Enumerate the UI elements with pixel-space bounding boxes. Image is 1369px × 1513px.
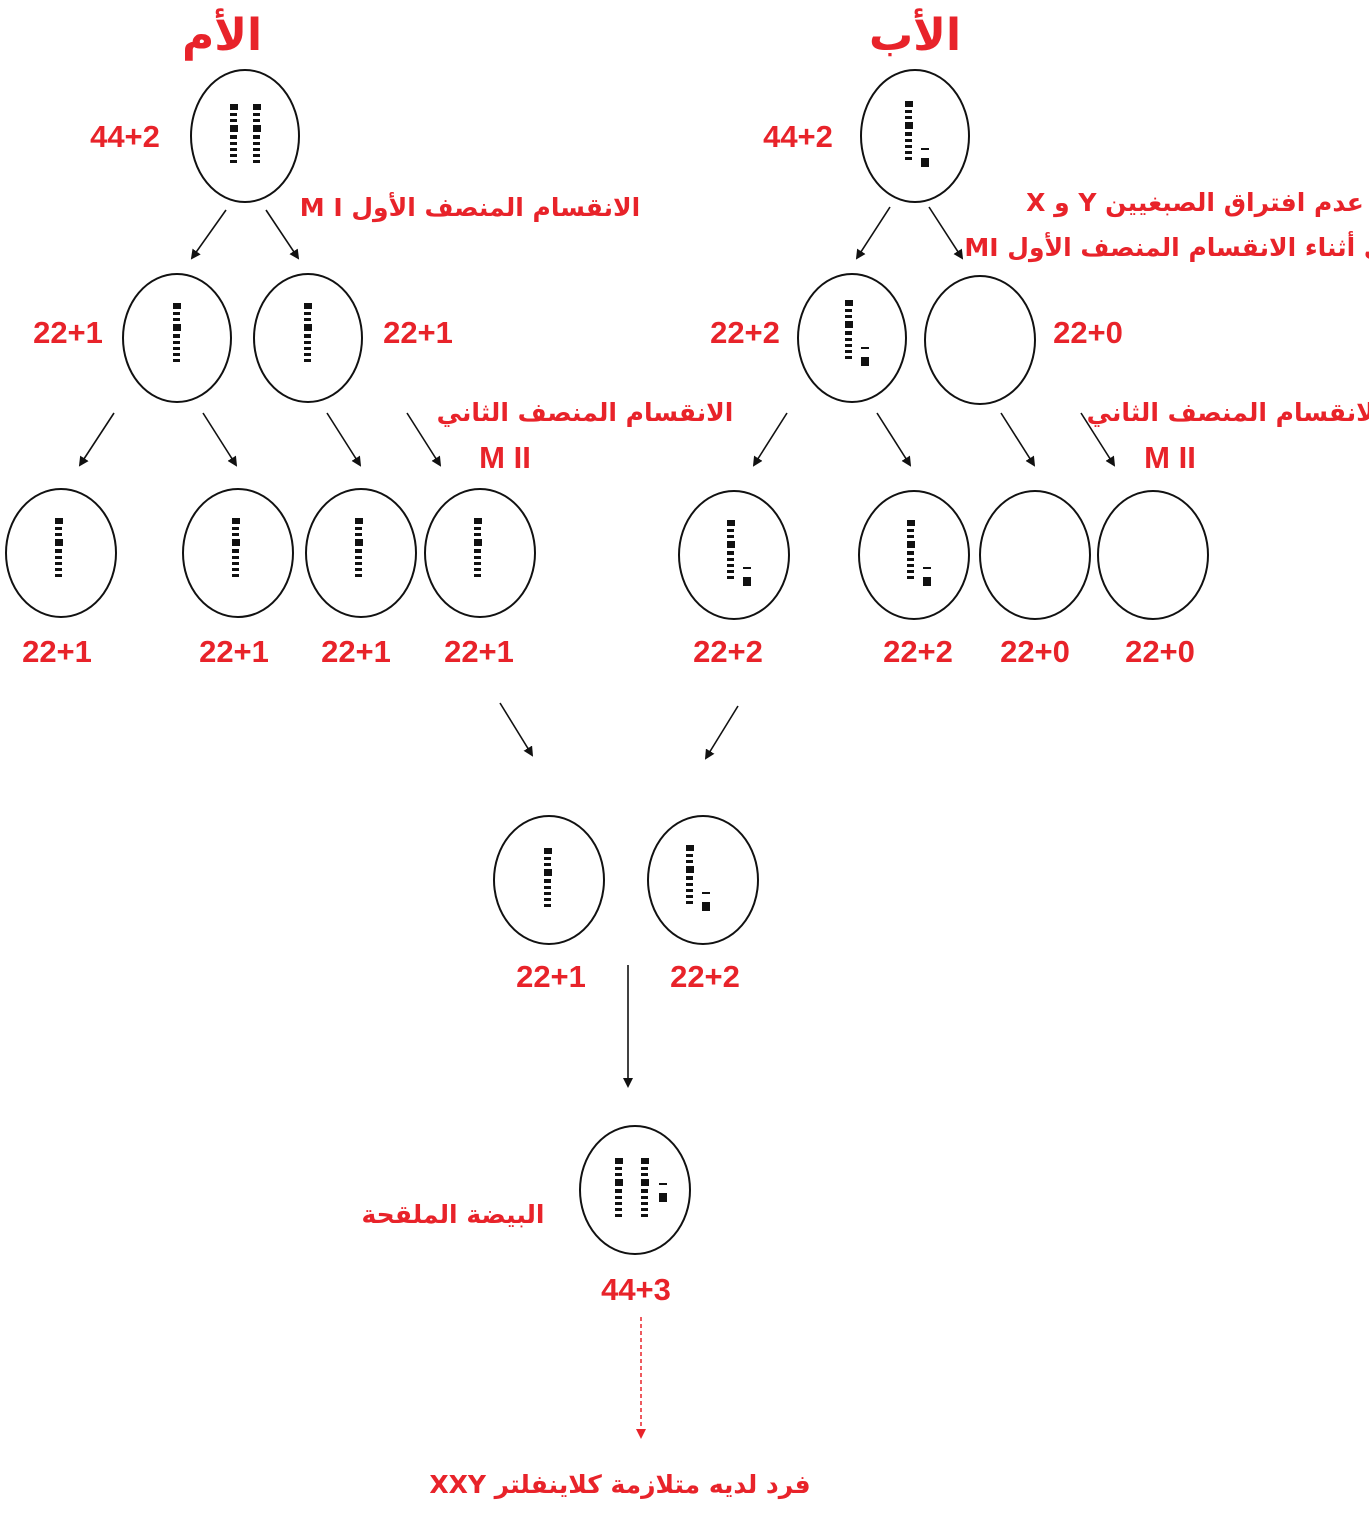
father-gen2-count: 22+0	[1053, 315, 1123, 350]
father-gamete-count: 22+0	[1125, 634, 1195, 669]
arrow	[326, 412, 362, 467]
zygote-label: البيضة الملقحة	[362, 1200, 545, 1229]
arrow	[406, 412, 442, 467]
egg-chromosomes	[544, 848, 552, 907]
arrow	[499, 702, 534, 757]
sperm-count: 22+2	[670, 959, 740, 994]
mother-gen2-count: 22+1	[383, 315, 453, 350]
mother-parent-cell	[190, 69, 300, 203]
arrow	[190, 209, 227, 260]
mother-mi-label: الانقسام المنصف الأول M I	[300, 192, 640, 223]
arrow	[752, 412, 788, 467]
sperm-cell-xy	[647, 815, 759, 945]
mother-gamete-chromosomes	[355, 518, 363, 577]
father-parent-cell	[860, 69, 970, 203]
mother-parent-chromosomes	[230, 104, 261, 163]
mother-gamete-chromosomes	[55, 518, 63, 577]
mother-gamete-count: 22+1	[199, 634, 269, 669]
mother-parent-count: 44+2	[90, 119, 160, 154]
zygote-cell	[579, 1125, 691, 1255]
father-parent-count: 44+2	[763, 119, 833, 154]
mother-gamete-count: 22+1	[321, 634, 391, 669]
arrow	[1000, 412, 1036, 467]
mother-gamete-count: 22+1	[444, 634, 514, 669]
mother-gen2-chromosomes	[304, 303, 312, 362]
father-mii-code: M II	[1144, 440, 1196, 475]
father-title: الأب	[869, 8, 961, 61]
mother-gen2-chromosomes	[173, 303, 181, 362]
mother-mii-label: الانقسام المنصف الثاني	[437, 398, 734, 427]
father-gamete-count: 22+2	[693, 634, 763, 669]
father-nondisjunction-line2: في أثناء الانقسام المنصف الأول MI	[964, 231, 1369, 263]
arrow	[928, 206, 964, 260]
father-gamete-count: 22+2	[883, 634, 953, 669]
father-gamete-cell	[979, 490, 1091, 620]
result-label: فرد لديه متلازمة كلاينفلتر XXY	[429, 1470, 810, 1500]
arrow	[855, 206, 891, 260]
sperm-chromosomes	[686, 845, 710, 911]
father-parent-chromosomes	[905, 101, 929, 167]
mother-gen2-count: 22+1	[33, 315, 103, 350]
mother-mii-code: M II	[479, 440, 531, 475]
father-gen2-chromosomes	[845, 300, 869, 366]
father-gen2-count: 22+2	[710, 315, 780, 350]
arrow	[704, 705, 739, 760]
father-gamete-count: 22+0	[1000, 634, 1070, 669]
mother-gamete-chromosomes	[232, 518, 240, 577]
father-gamete-chromosomes	[727, 520, 751, 586]
zygote-count: 44+3	[601, 1272, 671, 1307]
father-nondisjunction-line1: عدم افتراق الصبغيين Y و X	[1026, 188, 1364, 218]
egg-count: 22+1	[516, 959, 586, 994]
father-gamete-cell	[1097, 490, 1209, 620]
mother-gamete-count: 22+1	[22, 634, 92, 669]
mother-title: الأم	[182, 8, 262, 61]
mother-gamete-chromosomes	[474, 518, 482, 577]
arrow	[1080, 412, 1116, 467]
arrow	[265, 209, 300, 260]
arrow	[202, 412, 238, 467]
father-gamete-chromosomes	[907, 520, 931, 586]
zygote-chromosomes	[615, 1158, 667, 1217]
father-mii-label: الانقسام المنصف الثاني	[1087, 398, 1369, 427]
father-secondary-spermatocyte-empty-cell	[924, 275, 1036, 405]
arrow	[876, 412, 912, 467]
arrow	[78, 412, 115, 467]
